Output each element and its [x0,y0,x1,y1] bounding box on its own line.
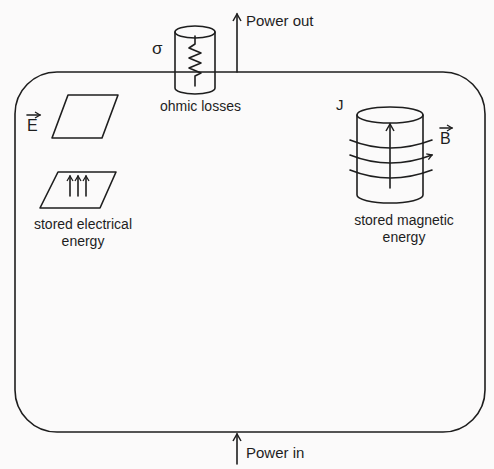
part-label: ohmic losses [160,98,241,115]
field-arrow [77,176,79,196]
coil-loop [350,170,432,178]
capacitor-plate [52,95,118,138]
part-label: stored magnetic energy [348,212,460,246]
vector-arrow [27,114,40,116]
vector-symbol: E [27,117,38,134]
vector-symbol: B [440,130,451,147]
coil-loop [350,155,432,163]
conductivity-symbol: σ [152,40,163,57]
cylinder-top [357,107,423,123]
field-arrow [69,176,71,196]
boundary-outline [15,72,485,432]
power-out-arrow [236,14,238,72]
current-symbol: J [336,96,344,113]
power-label: Power in [246,444,304,461]
resistor-symbol [189,36,201,86]
vector-arrow [440,127,452,129]
power-in-arrow [236,434,238,464]
power-label: Power out [246,12,314,29]
part-label: stored electrical energy [24,216,142,250]
field-arrow [85,176,87,196]
cylinder-body [357,115,423,203]
coil-loop [350,140,432,148]
capacitor-plate [40,172,116,208]
cylinder-body [175,32,215,94]
